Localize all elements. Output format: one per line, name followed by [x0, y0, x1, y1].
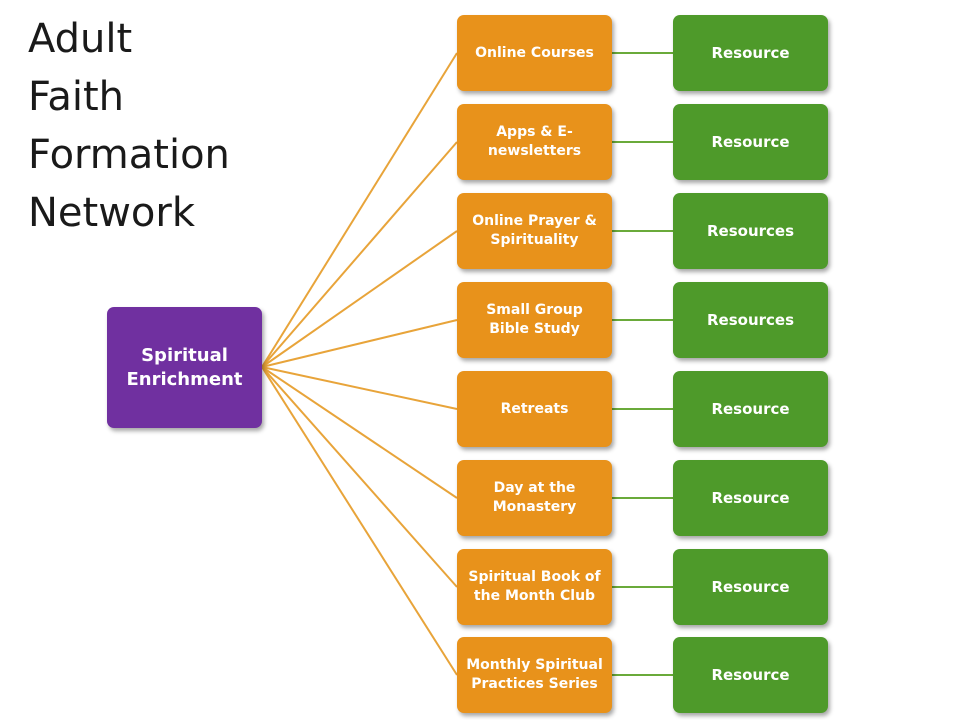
title-line: Adult: [28, 16, 133, 62]
topic-node-label: Apps & E-newsletters: [487, 124, 582, 159]
connector-root-to-topic: [261, 52, 458, 368]
resource-node-label: Resource: [711, 666, 790, 684]
connector-root-to-topic: [261, 366, 458, 588]
diagram-title: Adult Faith Formation Network: [28, 10, 230, 242]
connector-root-to-topic: [261, 366, 458, 676]
topic-node-label: Online Courses: [475, 44, 594, 61]
connector-root-to-topic: [261, 141, 458, 368]
root-node-spiritual-enrichment: Spiritual Enrichment: [107, 307, 262, 428]
topic-node-book-of-the-month: Spiritual Book of the Month Club: [457, 549, 612, 625]
topic-node-monthly-practices: Monthly Spiritual Practices Series: [457, 637, 612, 713]
title-line: Network: [28, 190, 196, 236]
title-line: Formation: [28, 132, 230, 178]
resource-node-label: Resource: [711, 133, 790, 151]
topic-node-retreats: Retreats: [457, 371, 612, 447]
resource-node-label: Resources: [706, 222, 795, 240]
root-node-label: Spiritual Enrichment: [126, 344, 243, 390]
connector-root-to-topic: [261, 366, 458, 410]
topic-node-label: Spiritual Book of the Month Club: [468, 569, 601, 604]
connector-root-to-topic: [261, 366, 458, 499]
resource-node: Resource: [673, 371, 828, 447]
connector-root-to-topic: [261, 230, 458, 368]
resource-node: Resource: [673, 637, 828, 713]
title-line: Faith: [28, 74, 124, 120]
resource-node-label: Resource: [711, 578, 790, 596]
topic-node-day-at-the-monastery: Day at the Monastery: [457, 460, 612, 536]
resource-node: Resource: [673, 15, 828, 91]
resource-node-label: Resource: [711, 44, 790, 62]
resource-node: Resource: [673, 460, 828, 536]
topic-node-label: Online Prayer & Spirituality: [472, 213, 597, 248]
topic-node-small-group-bible-study: Small Group Bible Study: [457, 282, 612, 358]
resource-node: Resources: [673, 193, 828, 269]
resource-node: Resources: [673, 282, 828, 358]
topic-node-apps-e-newsletters: Apps & E-newsletters: [457, 104, 612, 180]
topic-node-label: Day at the Monastery: [492, 480, 577, 515]
resource-node: Resource: [673, 549, 828, 625]
topic-node-label: Retreats: [500, 400, 569, 417]
resource-node-label: Resource: [711, 489, 790, 507]
connector-root-to-topic: [261, 319, 458, 368]
resource-node-label: Resource: [711, 400, 790, 418]
topic-node-online-courses: Online Courses: [457, 15, 612, 91]
resource-node-label: Resources: [706, 311, 795, 329]
topic-node-online-prayer: Online Prayer & Spirituality: [457, 193, 612, 269]
resource-node: Resource: [673, 104, 828, 180]
topic-node-label: Monthly Spiritual Practices Series: [466, 657, 603, 692]
topic-node-label: Small Group Bible Study: [486, 302, 583, 337]
